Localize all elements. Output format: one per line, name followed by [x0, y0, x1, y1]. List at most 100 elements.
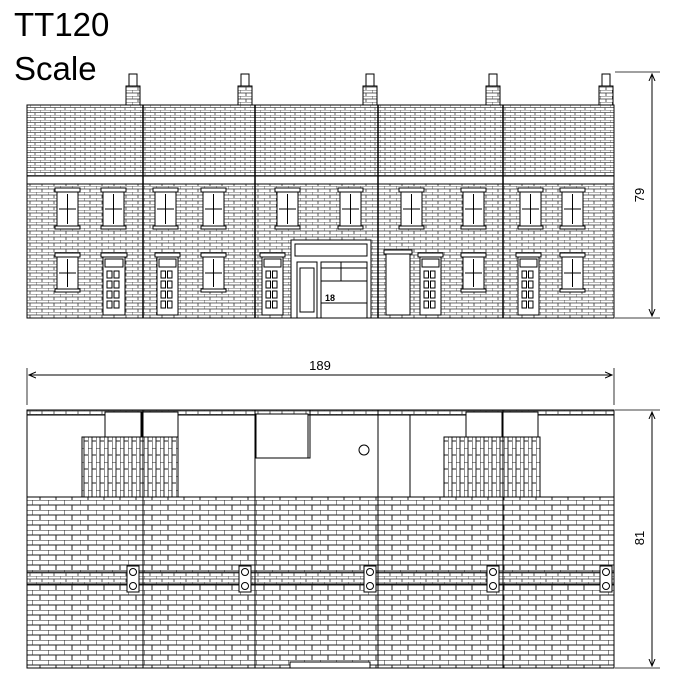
- tie-bolt: [602, 582, 610, 590]
- door-panel: [521, 290, 527, 299]
- window-glazing-bars: [564, 259, 581, 287]
- window-lintel: [559, 187, 586, 193]
- window-glazing-bars: [342, 194, 359, 224]
- door-panel: [528, 290, 534, 299]
- door-panel: [167, 280, 173, 289]
- window-sill: [337, 225, 364, 230]
- window-lintel: [54, 252, 81, 258]
- window-sill: [100, 225, 127, 230]
- door-panel: [430, 280, 436, 289]
- extension-roof: [501, 411, 539, 438]
- fanlight: [104, 258, 124, 268]
- door-panel: [430, 270, 436, 279]
- window-lintel: [460, 187, 487, 193]
- front-height-label: 79: [632, 188, 647, 202]
- door-panel: [423, 280, 429, 289]
- tie-bolt: [241, 582, 249, 590]
- tie-bolt: [366, 568, 374, 576]
- window-glazing-bars: [105, 194, 122, 224]
- window-lintel: [54, 187, 81, 193]
- window-glazing-bars: [465, 259, 482, 287]
- door-panel: [528, 280, 534, 289]
- extension-roof: [465, 411, 503, 438]
- chimney-pot: [488, 73, 498, 87]
- yard-outbuilding: [255, 413, 309, 459]
- window-sill: [460, 225, 487, 230]
- extension-roof: [104, 411, 142, 438]
- door-panel: [272, 290, 278, 299]
- windows-and-doors: [54, 187, 586, 316]
- rear-height-label: 81: [632, 531, 647, 545]
- rear-dividers: [142, 410, 504, 668]
- tie-bolt: [489, 582, 497, 590]
- door-panel: [113, 270, 120, 279]
- door-panel: [265, 290, 271, 299]
- door-panel: [430, 290, 436, 299]
- window-sill: [559, 225, 586, 230]
- door-panel: [265, 270, 271, 279]
- window-glazing-bars: [403, 194, 420, 224]
- window-glazing-bars: [59, 194, 76, 224]
- window-glazing-bars: [205, 194, 222, 224]
- fanlight: [263, 258, 282, 268]
- tie-bolt: [602, 568, 610, 576]
- window-lintel: [152, 187, 179, 193]
- door-panel: [521, 270, 527, 279]
- window-sill: [398, 225, 425, 230]
- tie-bolt: [129, 568, 137, 576]
- door-panel: [423, 270, 429, 279]
- width-label: 189: [309, 358, 331, 373]
- window-sill: [200, 288, 227, 293]
- door-panel: [528, 300, 534, 309]
- door-panel: [272, 280, 278, 289]
- window-lintel: [398, 187, 425, 193]
- door-panel: [106, 300, 113, 309]
- chimneys: [125, 73, 614, 107]
- window-glazing-bars: [205, 259, 222, 287]
- house-dividers: [142, 105, 504, 318]
- door-panel: [160, 270, 166, 279]
- door-panel: [106, 270, 113, 279]
- tie-bolt: [241, 568, 249, 576]
- door-panel: [167, 290, 173, 299]
- window-lintel: [460, 252, 487, 258]
- window-lintel: [200, 252, 227, 258]
- window-sill: [152, 225, 179, 230]
- window-glazing-bars: [465, 194, 482, 224]
- door-panel: [160, 280, 166, 289]
- window-sill: [559, 288, 586, 293]
- outrigger-wall: [81, 436, 179, 498]
- window-lintel: [517, 187, 544, 193]
- window-lintel: [559, 252, 586, 258]
- window-sill: [274, 225, 301, 230]
- chimney-stack: [125, 85, 141, 107]
- width-dimension: 189: [26, 358, 615, 405]
- fanlight: [421, 258, 440, 268]
- door-panel: [160, 300, 166, 309]
- door-panel: [423, 300, 429, 309]
- window-sill: [460, 288, 487, 293]
- shop-front: 18: [290, 239, 372, 319]
- front-elevation: 18 79: [26, 71, 660, 319]
- fanlight: [158, 258, 177, 268]
- door-panel: [521, 300, 527, 309]
- tie-bolt: [129, 582, 137, 590]
- outrigger-wall: [443, 436, 541, 498]
- scale-title-line1: TT120: [14, 6, 110, 43]
- door-panel: [106, 290, 113, 299]
- door-lintel: [515, 252, 542, 258]
- door-panel: [528, 270, 534, 279]
- eaves-band: [26, 175, 615, 185]
- door-lintel: [417, 252, 444, 258]
- door-panel: [113, 290, 120, 299]
- chimney-pot: [601, 73, 611, 87]
- door-lintel: [154, 252, 181, 258]
- window-glazing-bars: [59, 259, 76, 287]
- shop-number: 18: [325, 293, 335, 303]
- window-glazing-bars: [522, 194, 539, 224]
- door-lintel: [259, 252, 286, 258]
- door-panel: [167, 270, 173, 279]
- string-course: [26, 571, 615, 585]
- extension-roof: [141, 411, 179, 438]
